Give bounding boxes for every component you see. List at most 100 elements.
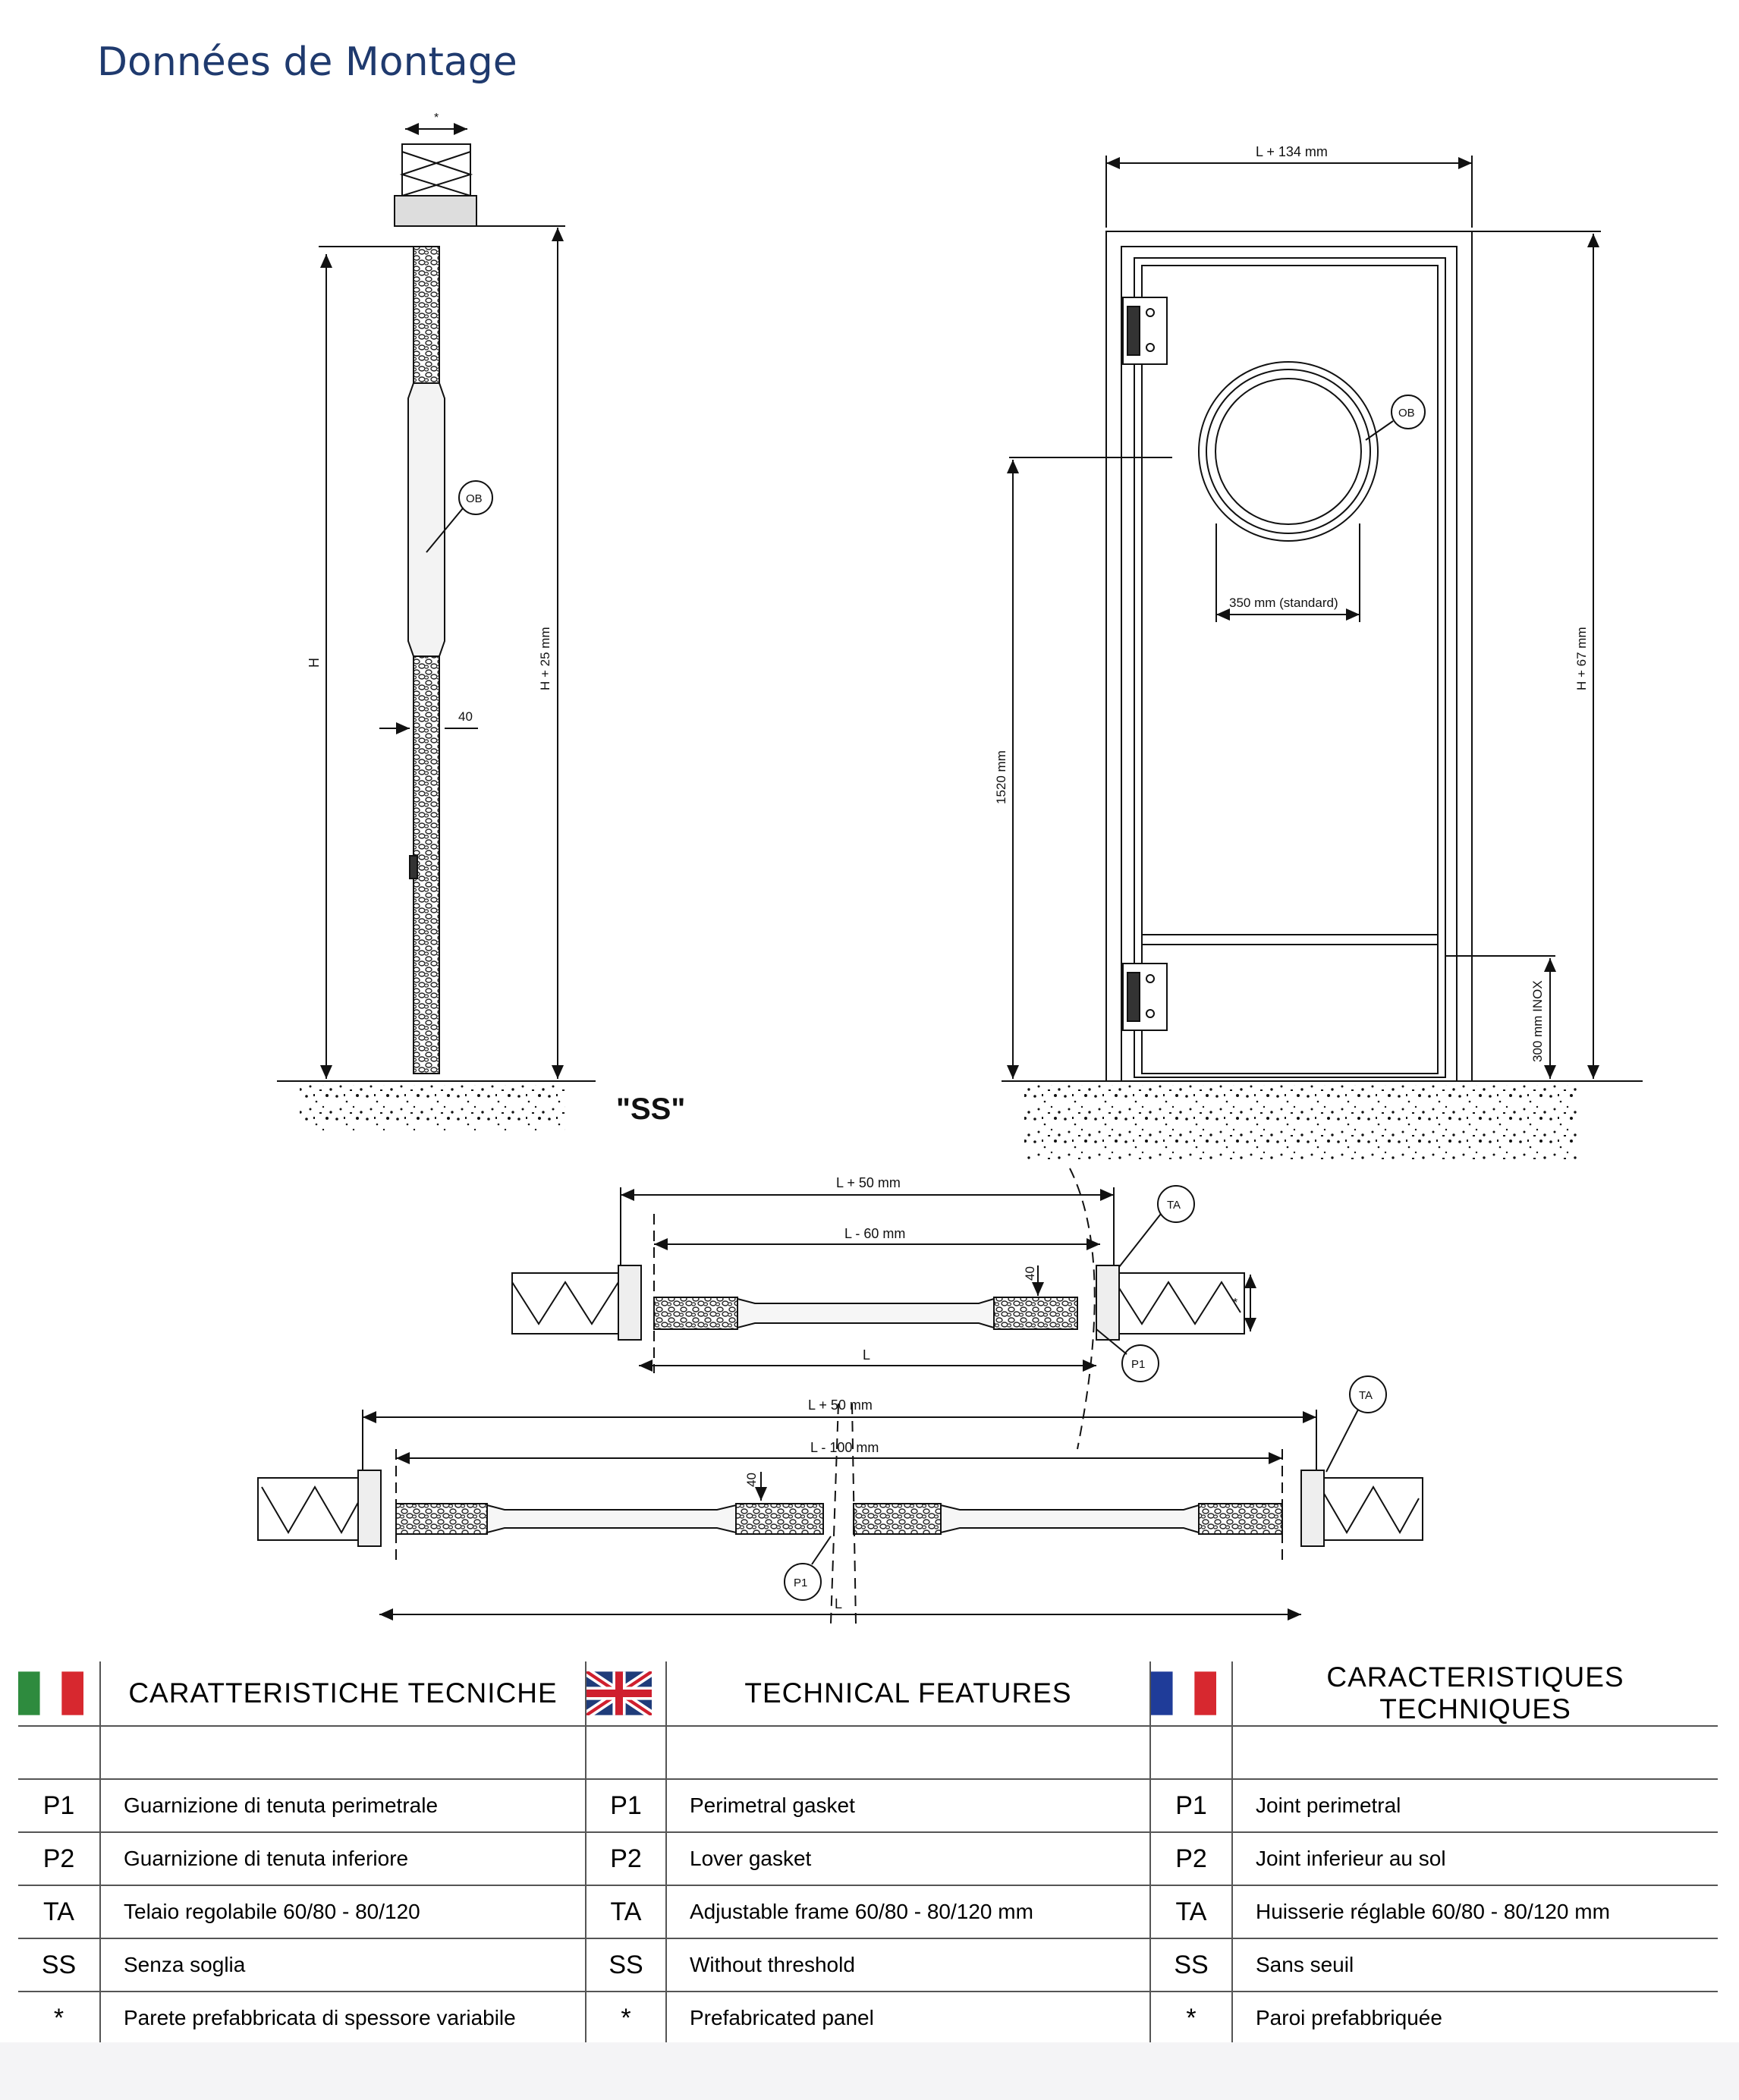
single-plan — [511, 1168, 1256, 1450]
h25-dim-label: H + 25 mm — [538, 627, 552, 690]
flag-cell-fr — [1150, 1661, 1233, 1727]
row-code-en: * — [586, 1992, 667, 2045]
table-row: TA Telaio regolabile 60/80 - 80/120 TA A… — [18, 1885, 1718, 1939]
page-title: Données de Montage — [97, 39, 517, 85]
dim-300-label: 300 mm INOX — [1530, 980, 1545, 1062]
row-code-it: P2 — [18, 1832, 101, 1886]
hinge-top-icon — [1122, 297, 1168, 365]
header-en: TECHNICAL FEATURES — [666, 1661, 1151, 1727]
uk-flag-icon — [586, 1671, 652, 1715]
table-row: * Parete prefabbricata di spessore varia… — [18, 1992, 1718, 2045]
p1-callout-single — [1121, 1344, 1159, 1382]
front-view — [1002, 156, 1643, 1161]
row-text-en: Lover gasket — [666, 1832, 1151, 1886]
row-text-it: Senza soglia — [100, 1938, 586, 1992]
ob-front-callout — [1391, 395, 1426, 429]
row-text-it: Telaio regolabile 60/80 - 80/120 — [100, 1885, 586, 1939]
p1-callout-double — [784, 1563, 822, 1601]
single-lm60-label: L - 60 mm — [844, 1226, 905, 1241]
insulation-left — [511, 1281, 619, 1325]
leaf-upper — [413, 246, 440, 384]
star-dim-label: * — [434, 112, 439, 124]
ob-front-label: OB — [1398, 407, 1415, 420]
single-l50-label: L + 50 mm — [836, 1175, 901, 1190]
features-table: CARATTERISTICHE TECNICHE TECHNICAL FEATU… — [18, 1661, 1718, 2097]
double-ta-label: TA — [1359, 1389, 1373, 1402]
table-row: P1 Guarnizione di tenuta perimetrale P1 … — [18, 1779, 1718, 1833]
header-fr: CARACTERISTIQUES TECHNIQUES — [1232, 1661, 1718, 1727]
h67-label: H + 67 mm — [1574, 627, 1589, 690]
table-spacer-row — [18, 1726, 1718, 1780]
row-text-it: Parete prefabbricata di spessore variabi… — [100, 1992, 586, 2045]
row-code-fr: P1 — [1150, 1779, 1233, 1833]
italy-flag-icon — [18, 1671, 83, 1715]
ta-callout-single — [1157, 1185, 1195, 1223]
row-text-it: Guarnizione di tenuta perimetrale — [100, 1779, 586, 1833]
row-text-fr: Joint perimetral — [1232, 1779, 1718, 1833]
row-code-en: SS — [586, 1938, 667, 1992]
dim-1520-label: 1520 mm — [994, 750, 1008, 804]
door-frame-outer — [1105, 231, 1473, 1081]
row-code-it: SS — [18, 1938, 101, 1992]
row-text-fr: Joint inferieur au sol — [1232, 1832, 1718, 1886]
single-40-label: 40 — [1023, 1266, 1037, 1281]
single-star-label: * — [1233, 1297, 1237, 1309]
row-text-en: Without threshold — [666, 1938, 1151, 1992]
row-text-en: Prefabricated panel — [666, 1992, 1151, 2045]
row-text-fr: Sans seuil — [1232, 1938, 1718, 1992]
row-code-fr: TA — [1150, 1885, 1233, 1939]
row-code-en: TA — [586, 1885, 667, 1939]
row-code-it: TA — [18, 1885, 101, 1939]
double-lm100-label: L - 100 mm — [810, 1440, 879, 1455]
double-p1-label: P1 — [794, 1577, 807, 1589]
row-code-fr: P2 — [1150, 1832, 1233, 1886]
row-code-fr: SS — [1150, 1938, 1233, 1992]
double-40-label: 40 — [744, 1473, 759, 1487]
row-text-en: Perimetral gasket — [666, 1779, 1151, 1833]
ob-callout — [458, 480, 493, 515]
insulation-zigzag — [399, 151, 473, 196]
frame-head — [394, 195, 477, 227]
header-it: CARATTERISTICHE TECNICHE — [100, 1661, 586, 1727]
hinge-bottom-icon — [1122, 963, 1168, 1031]
single-ta-label: TA — [1167, 1199, 1181, 1212]
row-code-it: P1 — [18, 1779, 101, 1833]
porthole-glass — [1215, 378, 1362, 525]
h-dim-label: H — [307, 658, 322, 668]
l134-label: L + 134 mm — [1256, 144, 1328, 159]
wall-section-top — [401, 143, 471, 196]
flag-cell-it — [18, 1661, 101, 1727]
row-code-it: * — [18, 1992, 101, 2045]
side-view: * — [277, 112, 596, 1130]
flag-cell-uk — [586, 1661, 667, 1727]
technical-drawing: * OB H H + 25 mm 40 "SS" — [257, 112, 1643, 1624]
hinge-side — [409, 855, 418, 879]
double-l-label: L — [835, 1596, 842, 1611]
row-code-en: P2 — [586, 1832, 667, 1886]
ground-side — [300, 1085, 565, 1130]
porthole-section — [407, 382, 445, 657]
porthole-outer — [1198, 361, 1379, 542]
page-footer-band — [0, 2042, 1739, 2100]
france-flag-icon — [1151, 1671, 1216, 1715]
single-p1-label: P1 — [1131, 1358, 1145, 1371]
table-row: P2 Guarnizione di tenuta inferiore P2 Lo… — [18, 1832, 1718, 1886]
ss-label: "SS" — [616, 1092, 685, 1126]
row-text-fr: Paroi prefabbriquée — [1232, 1992, 1718, 2045]
ground-front — [1024, 1085, 1578, 1161]
row-code-fr: * — [1150, 1992, 1233, 2045]
side-40-label: 40 — [458, 709, 473, 724]
ta-callout-double — [1349, 1375, 1387, 1413]
row-text-en: Adjustable frame 60/80 - 80/120 mm — [666, 1885, 1151, 1939]
row-text-fr: Huisserie réglable 60/80 - 80/120 mm — [1232, 1885, 1718, 1939]
table-header-row: CARATTERISTICHE TECNICHE TECHNICAL FEATU… — [18, 1661, 1718, 1727]
single-l-label: L — [863, 1347, 870, 1363]
door-leaf — [1134, 257, 1446, 1078]
table-row: SS Senza soglia SS Without threshold SS … — [18, 1938, 1718, 1992]
dim-350-label: 350 mm (standard) — [1229, 596, 1338, 610]
door-frame-inner — [1121, 246, 1458, 1081]
row-text-it: Guarnizione di tenuta inferiore — [100, 1832, 586, 1886]
wall-right-single — [1111, 1272, 1245, 1335]
ob-side-label: OB — [466, 492, 483, 505]
row-code-en: P1 — [586, 1779, 667, 1833]
